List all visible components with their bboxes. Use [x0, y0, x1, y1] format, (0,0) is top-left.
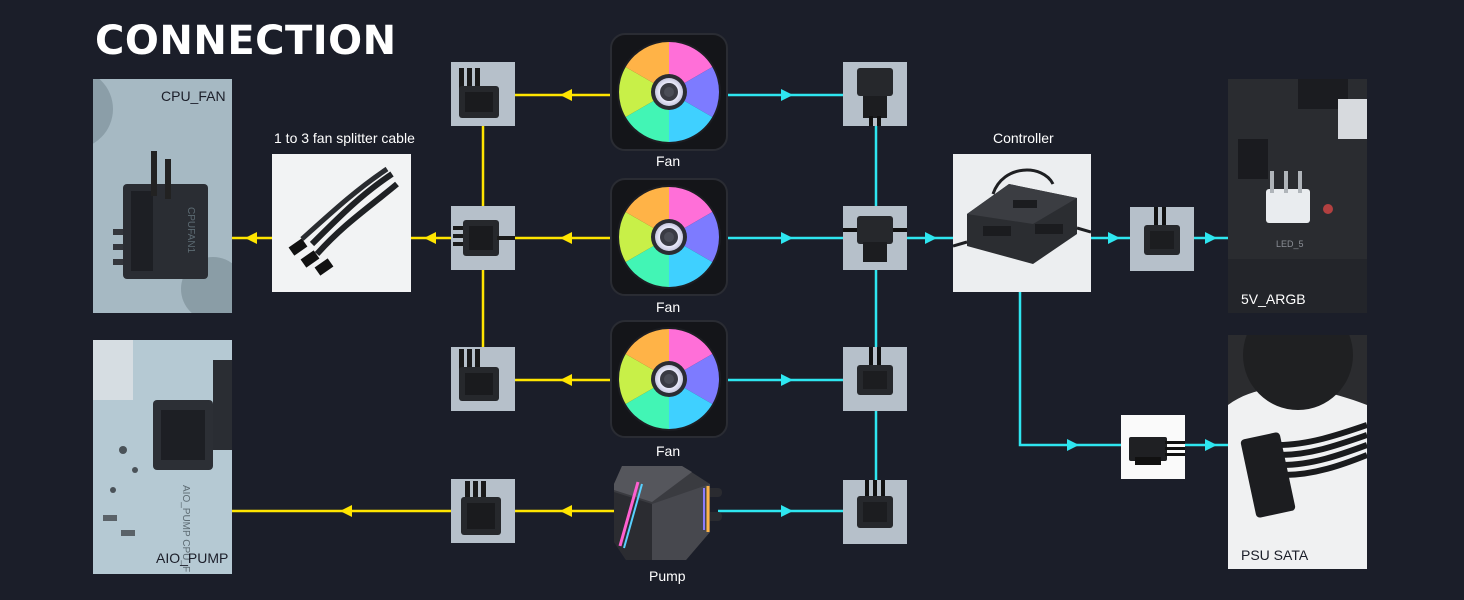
pwm-connector-pump — [451, 479, 515, 543]
sata-power-connector-icon — [1121, 415, 1185, 479]
4pin-fan-connector-icon — [451, 479, 515, 543]
4pin-fan-connector-icon — [451, 347, 515, 411]
pwm-connector-fan-2 — [451, 206, 515, 270]
board-silkscreen-argb: LED_5 — [1276, 239, 1304, 249]
splitter-label: 1 to 3 fan splitter cable — [274, 130, 415, 146]
fan-2-label: Fan — [656, 299, 681, 315]
argb-connector-fan-1 — [843, 62, 907, 126]
rgb-fan-icon — [610, 320, 728, 438]
3pin-argb-connector-icon — [1130, 207, 1194, 271]
splitter-cable-photo — [272, 154, 411, 292]
rgb-fan-icon — [610, 178, 728, 296]
4pin-fan-connector-icon — [451, 62, 515, 126]
aio-pump-header-photo: AIO_PUMP CPU_F AIO_PUMP — [93, 340, 232, 574]
pump-block-icon — [614, 466, 722, 560]
psu-sata-photo: PSU SATA — [1228, 335, 1367, 569]
pwm-arrows — [245, 89, 572, 517]
cpu-fan-label: CPU_FAN — [161, 88, 226, 104]
argb-connector-pump — [843, 480, 907, 544]
argb-arrows — [781, 89, 1217, 517]
fan-2 — [610, 178, 728, 296]
3pin-argb-connector-icon — [843, 206, 907, 270]
board-silkscreen-aio: AIO_PUMP CPU_F — [180, 485, 191, 572]
aio-pump-label: AIO_PUMP — [156, 550, 229, 566]
argb-connector-output — [1130, 207, 1194, 271]
sata-power-connector — [1121, 415, 1185, 479]
3pin-argb-connector-icon — [843, 347, 907, 411]
fan-3 — [610, 320, 728, 438]
pwm-connector-fan-3 — [451, 347, 515, 411]
fan-3-label: Fan — [656, 443, 681, 459]
controller-label: Controller — [993, 130, 1054, 146]
4pin-fan-connector-icon — [451, 206, 515, 270]
argb-connector-fan-3 — [843, 347, 907, 411]
rgb-fan-icon — [610, 33, 728, 151]
3pin-argb-connector-icon — [843, 480, 907, 544]
splitter-cable-icon — [272, 154, 411, 292]
argb-header-label: 5V_ARGB — [1241, 291, 1306, 307]
diagram-title: CONNECTION — [95, 18, 397, 64]
board-silkscreen-cpufan: CPUFAN1 — [185, 207, 196, 254]
pump-block — [612, 462, 722, 564]
psu-sata-label: PSU SATA — [1241, 547, 1309, 563]
controller-hub-photo — [953, 154, 1091, 292]
fan-1 — [610, 33, 728, 151]
fan-1-label: Fan — [656, 153, 681, 169]
cpu-fan-header-photo: CPUFAN1 CPU_FAN — [93, 79, 232, 313]
pump-label: Pump — [649, 568, 686, 584]
3pin-argb-connector-icon — [843, 62, 907, 126]
argb-header-photo: LED_5 5V_ARGB — [1228, 79, 1367, 313]
argb-connector-fan-2 — [843, 206, 907, 270]
controller-hub-icon — [953, 154, 1091, 292]
pwm-connector-fan-1 — [451, 62, 515, 126]
